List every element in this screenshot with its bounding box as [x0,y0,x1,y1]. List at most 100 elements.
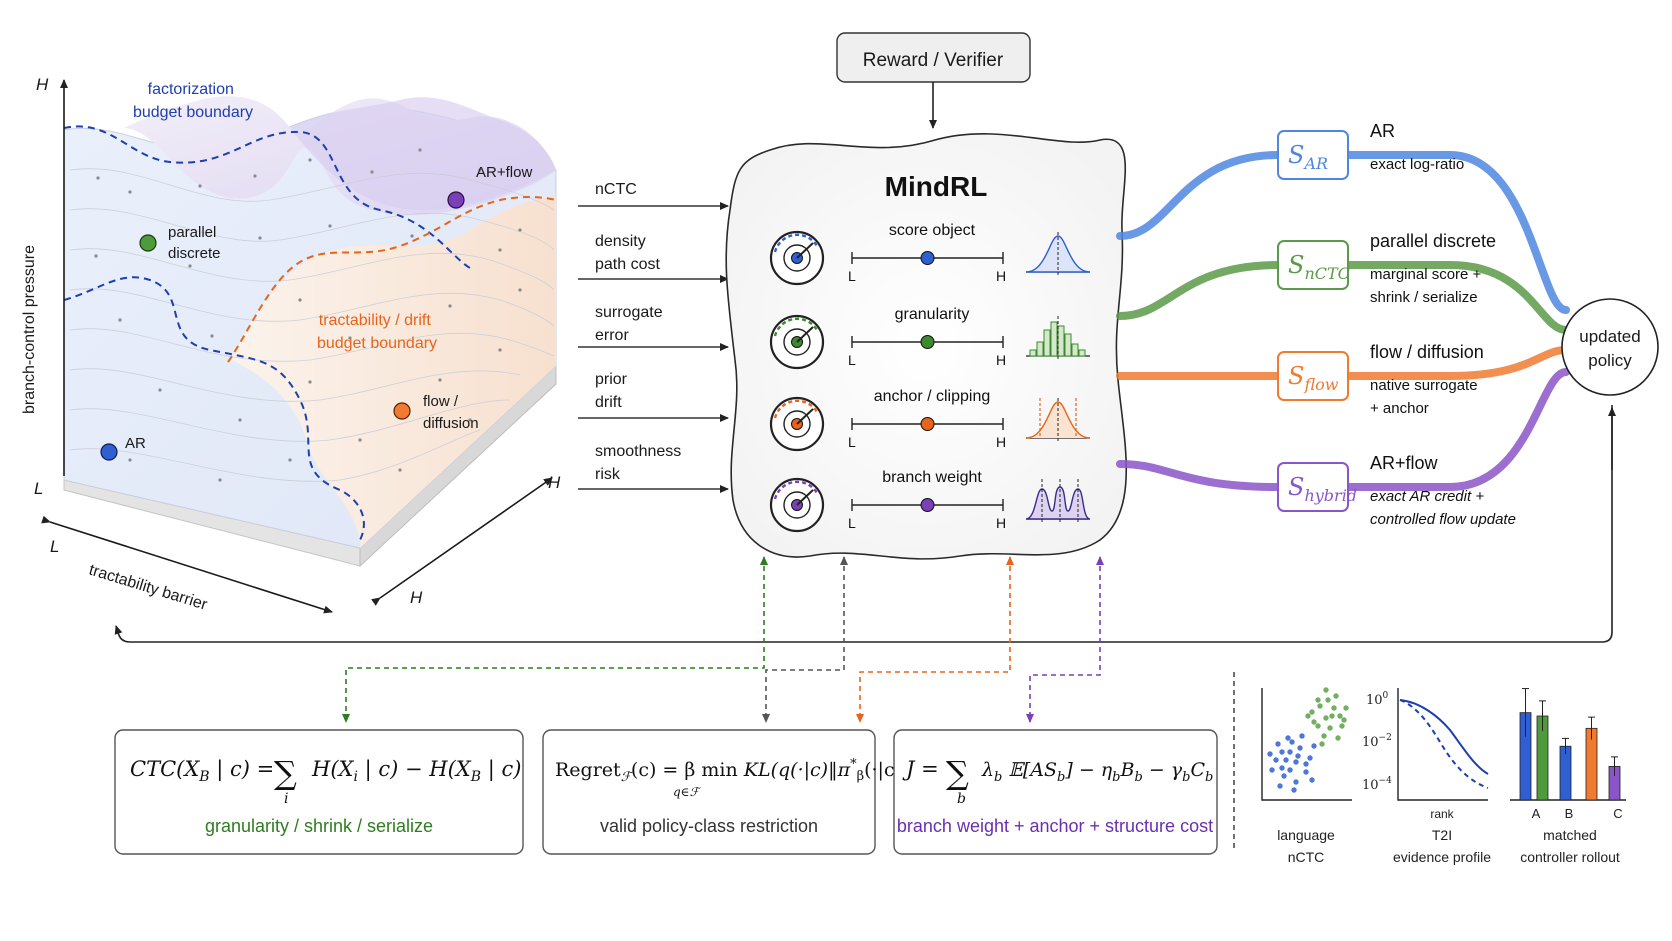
dial-needle [796,326,814,343]
mini-plot-t2i-tick-mid: 10−2 [1362,733,1392,750]
formula-objective-rhs: λb 𝔼[ASb] − ηbBb − γbCb [981,759,1213,785]
scatter-point-blue [1295,753,1301,759]
score-box [1277,351,1349,401]
dial-needle [796,489,814,506]
score-description: controlled flow update [1370,511,1516,528]
axis-h-right1: H [548,473,561,492]
factorization-boundary-upper [63,125,471,269]
score-title: flow / diffusion [1370,342,1484,362]
mini-plot-t2i-tick-top: 100 [1366,691,1389,708]
tube-out-2 [1344,261,1570,334]
histogram-bar [1036,341,1044,357]
slider-low-label: L [848,434,856,450]
control-label: branch weight [882,469,982,486]
scatter-point-green [1339,723,1345,729]
scatter-point-blue [1311,743,1317,749]
histogram-bar [1043,329,1051,357]
point-ar-flow [447,191,465,209]
score-description: exact AR credit + [1370,488,1484,505]
control-label: score object [889,222,976,239]
scatter-point-green [1315,697,1321,703]
scatter-point-blue [1281,773,1287,779]
formula-ctc: CTC(XB | c) = ∑ i H(Xi | c) − H(XB | c) … [114,729,524,855]
y-axis-label: branch-control pressure [21,245,38,414]
score-description: shrink / serialize [1370,289,1478,306]
formula-objective-box [893,729,1218,855]
scatter-point-green [1311,719,1317,725]
scatter-point-blue [1287,749,1293,755]
score-title: parallel discrete [1370,231,1496,251]
slider-knob [920,498,935,512]
x-axis-label: tractability barrier [87,562,210,614]
scatter-point-blue [1291,787,1297,793]
histogram-bar [1057,325,1065,357]
slider-knob [920,417,935,431]
scatter-point-green [1321,733,1327,739]
scatter-point-blue [1307,755,1313,761]
point-parallel-discrete-label: parallel discrete [168,224,221,262]
mini-plot-language-points [1267,687,1349,793]
formula-regret-expression: Regretℱ(c) = β min KL(q(·|c)‖π*β(·|c)) [555,757,909,785]
score-flow: Sflow flow / diffusion native surrogate + a… [1277,342,1484,417]
scatter-point-green [1323,687,1329,693]
scatter-point-blue [1299,733,1305,739]
mini-plot-t2i-xlabel: rank [1430,807,1454,821]
connector-granularity [342,556,768,723]
mini-plot-controller-cat-b: B [1565,806,1574,821]
scatter-point-green [1315,723,1321,729]
slider-high-label: H [996,434,1006,450]
point-parallel-discrete [139,234,157,252]
slider-low-label: L [848,268,856,284]
score-description: exact log-ratio [1370,156,1464,173]
histogram-bar [1078,349,1086,357]
formula-ctc-expression: CTC(XB | c) = [130,757,274,785]
slider-low-label: L [848,352,856,368]
point-ar-label: AR [125,435,146,452]
slider-low-label: L [848,515,856,531]
formula-objective-sum-index: b [957,791,966,807]
formula-objective: J = ∑ b λb 𝔼[ASb] − ηbBb − γbCb branch w… [893,729,1218,855]
scatter-point-blue [1297,745,1303,751]
scatter-point-blue [1267,751,1273,757]
slider-high-label: H [996,352,1006,368]
tube-in-2 [1116,261,1282,320]
scatter-point-green [1333,693,1339,699]
score-description: + anchor [1370,400,1429,417]
scatter-point-blue [1293,759,1299,765]
surface-dots [94,148,522,482]
tractability-label: tractability / drift budget boundary [317,312,437,352]
scatter-point-blue [1279,749,1285,755]
axis-l-left: L [34,479,43,498]
factorization-label: factorization budget boundary [133,81,253,121]
score-symbol: Shybrid [1288,473,1357,505]
scatter-point-blue [1309,777,1315,783]
scatter-point-green [1323,715,1329,721]
histogram-bar [1050,321,1058,357]
mindrl-title: MindRL [885,171,988,202]
mini-plot-t2i-tick-bottom: 10−4 [1362,776,1392,793]
formula-regret-under: q∈ℱ [673,785,702,799]
scatter-point-blue [1273,757,1279,763]
histogram-bar [1064,333,1072,357]
scatter-point-blue [1289,739,1295,745]
score-symbol: Sflow [1288,362,1339,394]
formula-regret-box [542,729,876,855]
mini-plot-t2i-axes [1397,688,1488,801]
scatter-point-green [1329,713,1335,719]
formula-ctc-box [114,729,524,855]
scatter-point-blue [1285,735,1291,741]
control-label: granularity [895,306,970,323]
score-description: native surrogate [1370,377,1478,394]
scatter-point-green [1319,741,1325,747]
mini-plot-language-axes [1261,688,1352,801]
